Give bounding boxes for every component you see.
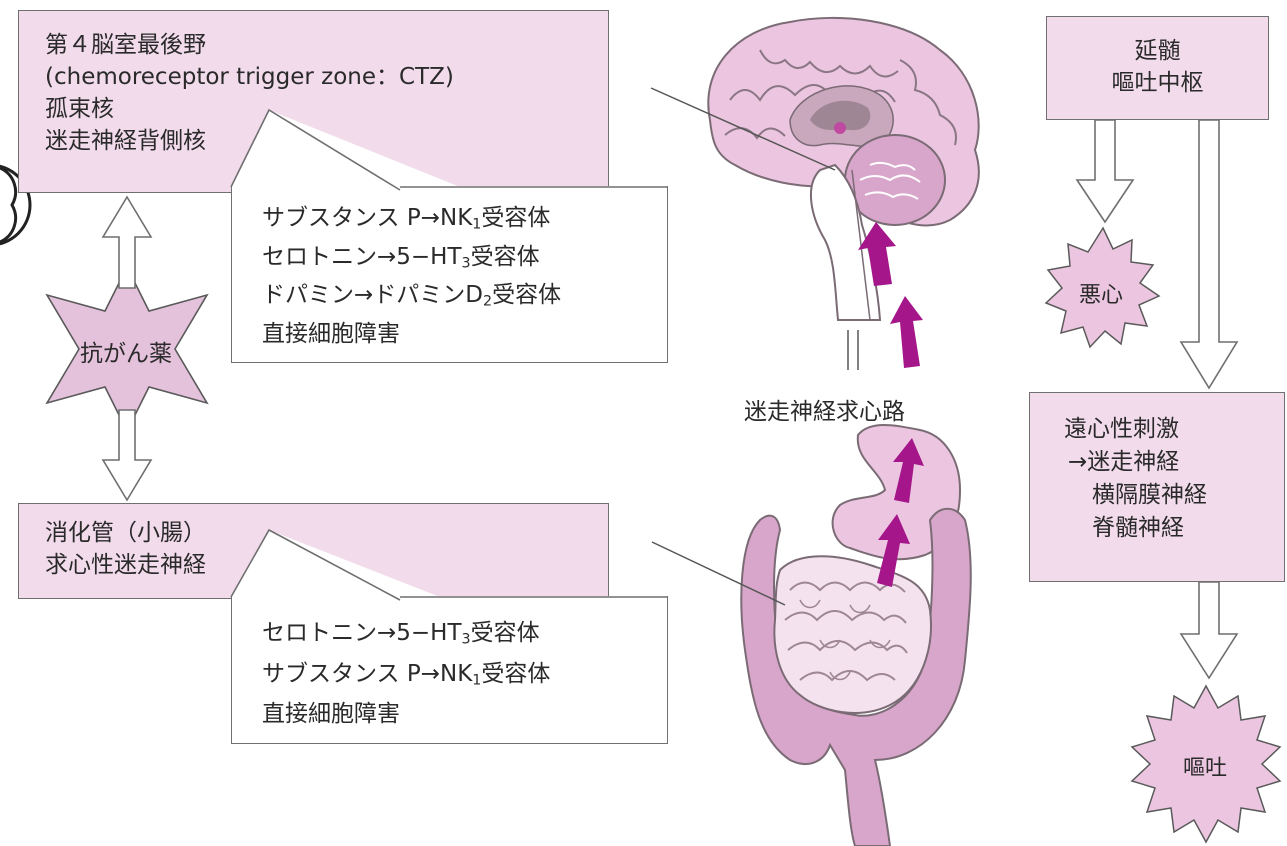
efferent-spinal: 脊髄神経 [1064, 512, 1284, 545]
efferent-box: 遠心性刺激 →迷走神経 横隔膜神経 脊髄神経 [1029, 392, 1285, 582]
vagal-afferent-label: 迷走神経求心路 [744, 392, 905, 426]
vomiting-label: 嘔吐 [1183, 750, 1227, 782]
vomiting-center: 嘔吐中枢 [1047, 67, 1268, 99]
efferent-phrenic: 横隔膜神経 [1064, 479, 1284, 512]
medulla-title: 延髄 [1047, 35, 1268, 67]
medulla-box: 延髄 嘔吐中枢 [1046, 16, 1269, 120]
nausea-label: 悪心 [1079, 277, 1123, 309]
efferent-vagus: →迷走神経 [1064, 446, 1284, 479]
efferent-title: 遠心性刺激 [1064, 413, 1284, 446]
anticancer-label: 抗がん薬 [80, 334, 172, 368]
